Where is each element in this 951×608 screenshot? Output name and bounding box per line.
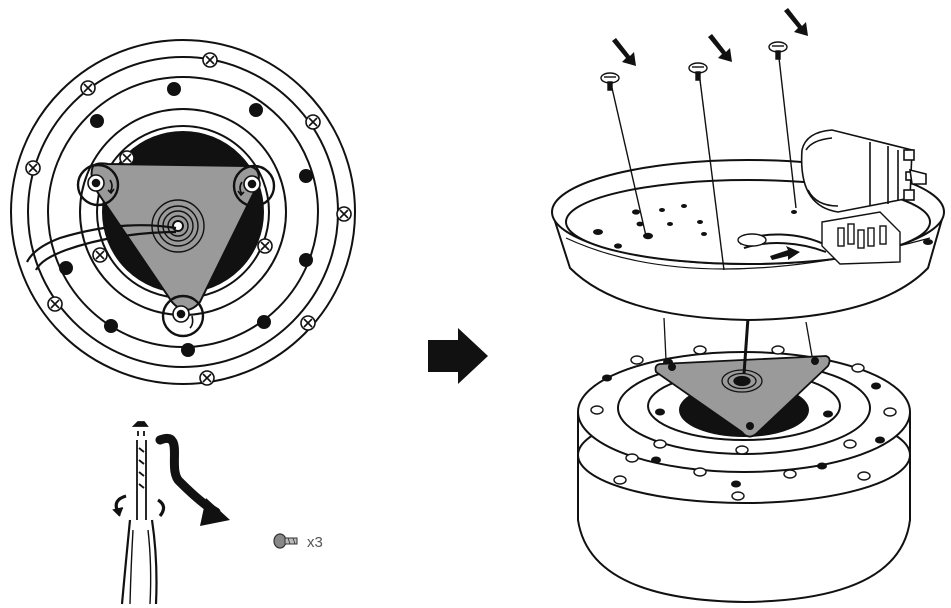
rim-screw xyxy=(300,315,316,331)
screw-icon xyxy=(688,62,708,81)
rim-screw xyxy=(202,52,218,68)
screwdriver-icon xyxy=(112,421,166,605)
terminal-block xyxy=(821,211,901,265)
pointer-arrow-icon xyxy=(770,246,800,260)
wire xyxy=(26,224,177,271)
right-arrow-icon xyxy=(428,328,488,384)
rim-screw xyxy=(25,160,41,176)
mounting-holes xyxy=(59,82,313,357)
screw-icon xyxy=(87,174,105,192)
mounting-hole xyxy=(299,169,313,183)
capacitor xyxy=(800,129,927,213)
rim-screw xyxy=(47,296,63,312)
mounting-plate-side xyxy=(654,355,831,438)
curved-arrow-icon xyxy=(155,434,230,526)
pointer-arrow-icon xyxy=(708,34,732,62)
mounting-hole xyxy=(59,261,73,275)
pointer-arrow-icon xyxy=(612,38,636,66)
plate-screw-callouts xyxy=(76,163,276,338)
screw-icon xyxy=(172,305,190,323)
mounting-hole xyxy=(249,103,263,117)
screw-callout xyxy=(161,294,205,338)
mounting-hole xyxy=(90,114,104,128)
mounting-hole xyxy=(167,82,181,96)
quantity-label: x3 xyxy=(307,534,323,551)
mounting-hole xyxy=(104,319,118,333)
rim-screw xyxy=(80,80,96,96)
rotation-ticks xyxy=(107,179,245,329)
center-nut-side xyxy=(721,369,763,393)
plate-screws xyxy=(87,174,261,323)
screw-icon xyxy=(131,421,149,436)
removed-screws xyxy=(600,41,797,271)
alignment-lines xyxy=(663,317,813,375)
rim-screw xyxy=(257,238,273,254)
pointer-arrow-icon xyxy=(784,8,808,36)
outer-rim xyxy=(10,39,356,385)
screw-quantity: x3 xyxy=(273,533,323,551)
plate-screw-holes xyxy=(668,357,819,430)
mounting-hole xyxy=(181,343,195,357)
motor-screws xyxy=(590,345,897,501)
rim-screw xyxy=(336,206,352,222)
mounting-hole xyxy=(257,315,271,329)
mounting-hole xyxy=(299,253,313,267)
screw-callout xyxy=(232,164,276,208)
screw-icon xyxy=(768,41,788,60)
rim-screw xyxy=(92,247,108,263)
rim-screws xyxy=(25,52,352,386)
rim-screw xyxy=(305,114,321,130)
screw-icon xyxy=(243,175,261,193)
rim-screw xyxy=(199,370,215,386)
screw-pointers xyxy=(612,8,808,66)
screw-callout xyxy=(76,163,120,207)
screw-icon xyxy=(273,533,298,549)
wire-grommet xyxy=(737,233,767,247)
screw-icon xyxy=(600,72,620,91)
rim-screw xyxy=(119,150,135,166)
